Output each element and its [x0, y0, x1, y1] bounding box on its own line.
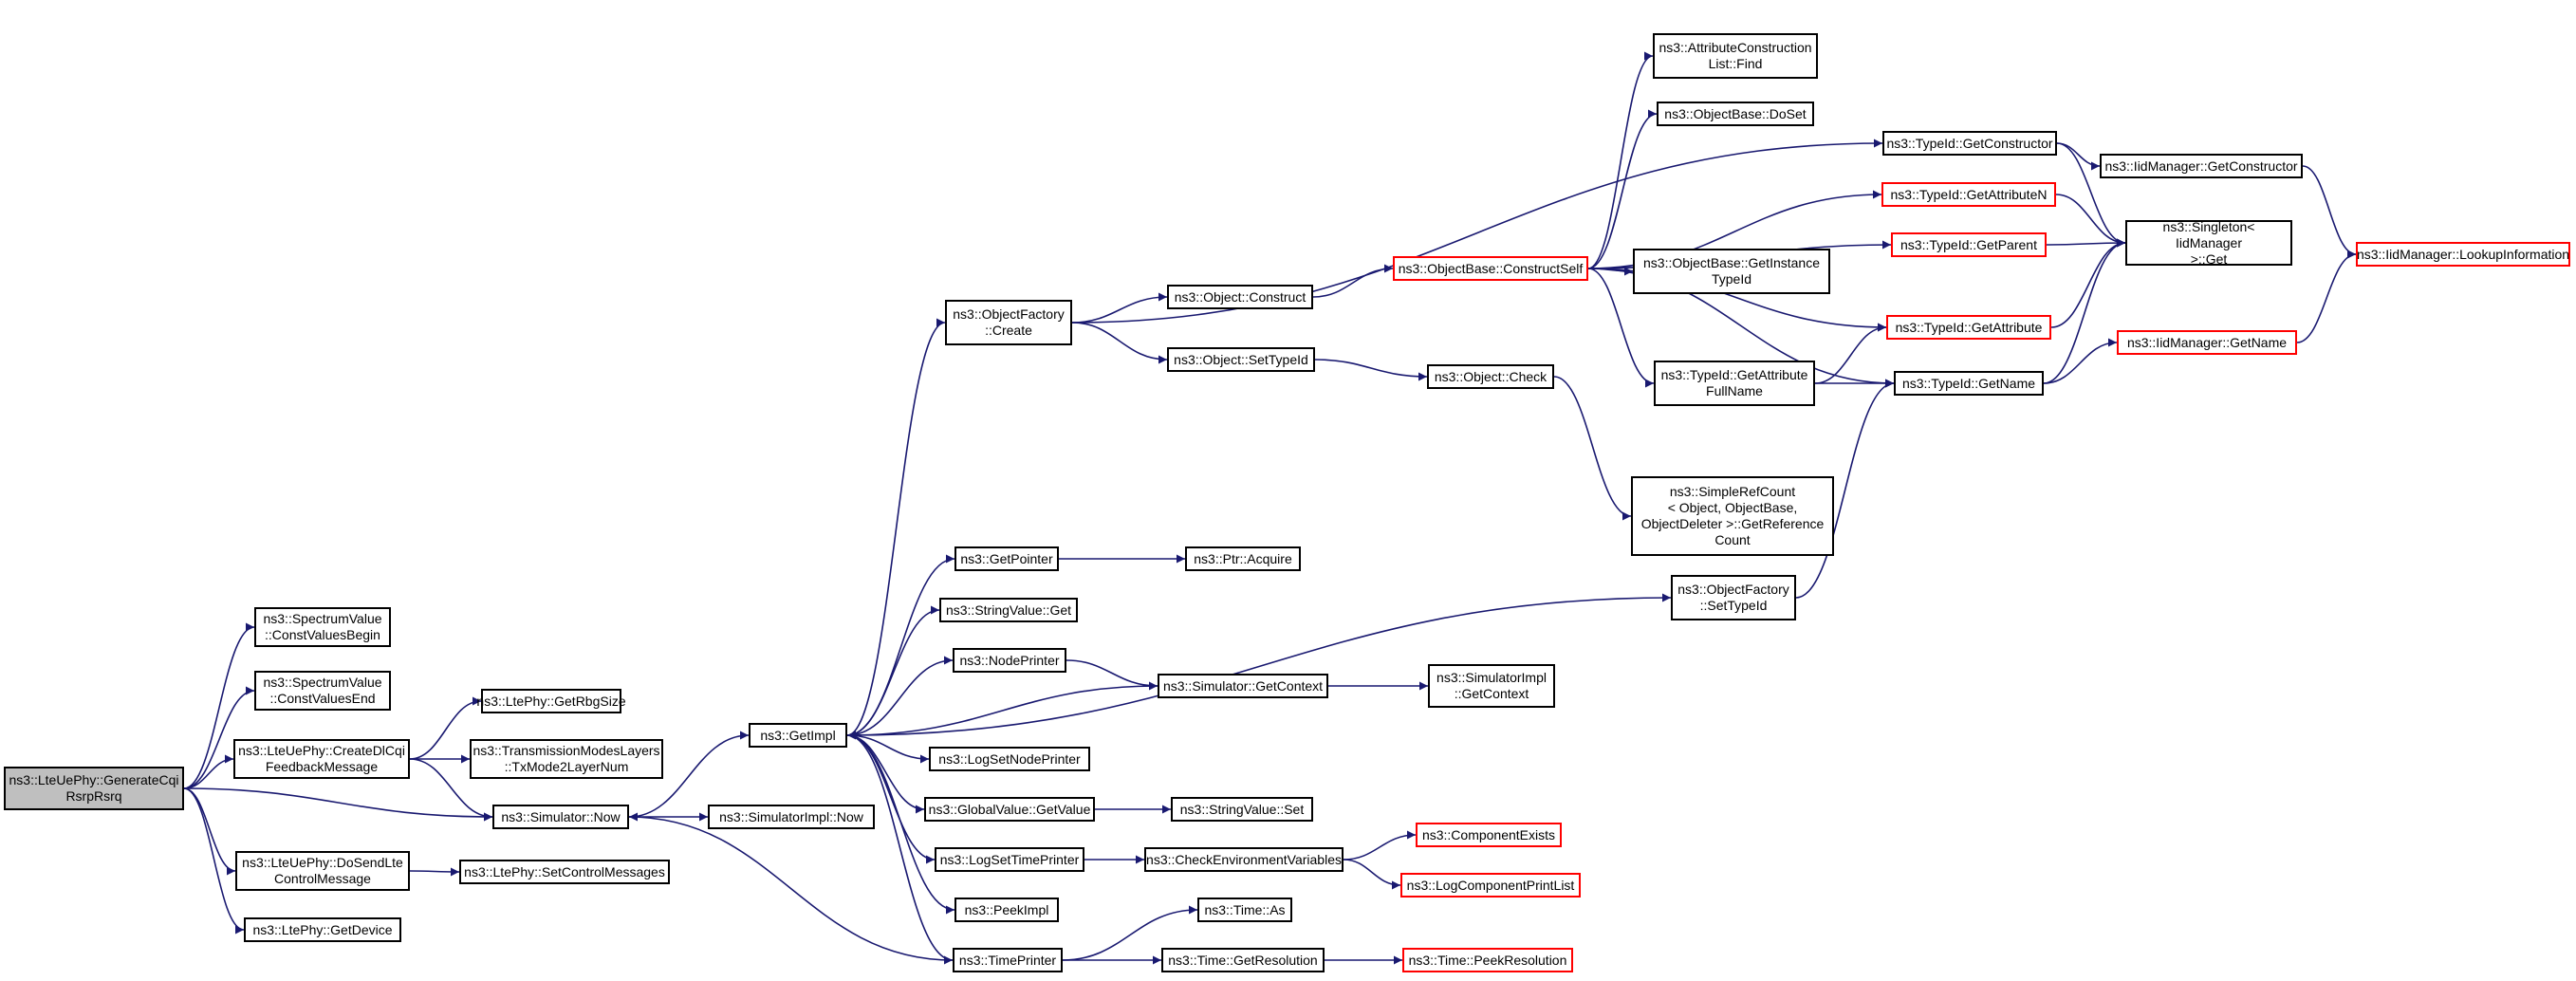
node-iidgetname[interactable]: ns3::IidManager::GetName: [2117, 330, 2297, 355]
edge-tgafn-to-tgattr: [1814, 323, 1887, 384]
node-root[interactable]: ns3::LteUePhy::GenerateCqi RsrpRsrq: [4, 767, 184, 810]
node-getrbg[interactable]: ns3::LtePhy::GetRbgSize: [476, 689, 626, 713]
node-objfcreate[interactable]: ns3::ObjectFactory ::Create: [945, 300, 1072, 345]
edge-objfcreate-to-objsettypeid: [1071, 322, 1168, 364]
node-simimplctx[interactable]: ns3::SimulatorImpl ::GetContext: [1428, 664, 1555, 708]
node-objsettypeid[interactable]: ns3::Object::SetTypeId: [1167, 347, 1315, 372]
edge-checkenv-to-compexists: [1343, 830, 1417, 861]
edge-root-to-svend: [183, 686, 255, 789]
node-txmode[interactable]: ns3::TransmissionModesLayers ::TxMode2La…: [470, 739, 663, 779]
edge-getimpl-to-logsetnode: [846, 734, 930, 764]
node-checkenv[interactable]: ns3::CheckEnvironmentVariables: [1144, 847, 1344, 872]
edge-createdl-to-simnow: [409, 758, 493, 822]
edge-ofsettypeid-to-tgname: [1795, 379, 1895, 599]
node-logsettime[interactable]: ns3::LogSetTimePrinter: [935, 847, 1084, 872]
node-ofsettypeid[interactable]: ns3::ObjectFactory ::SetTypeId: [1671, 575, 1796, 620]
edge-dosend-to-setctl: [409, 867, 460, 877]
node-tgname[interactable]: ns3::TypeId::GetName: [1894, 371, 2044, 396]
edge-tgattrn-to-singleton: [2055, 194, 2126, 248]
edge-checkenv-to-logcomplist: [1343, 859, 1401, 890]
edge-tgname-to-singleton: [2043, 238, 2126, 384]
edge-cself-to-acfind: [1587, 51, 1654, 269]
edge-getimpl-to-objfcreate: [846, 318, 946, 736]
edge-getimpl-to-ofsettypeid: [846, 593, 1672, 736]
node-timeas[interactable]: ns3::Time::As: [1197, 898, 1292, 922]
node-singleton[interactable]: ns3::Singleton< IidManager >::Get: [2125, 219, 2292, 267]
node-lookup[interactable]: ns3::IidManager::LookupInformation: [2356, 242, 2570, 267]
edge-objfcreate-to-objconstruct: [1071, 292, 1168, 324]
node-peekres[interactable]: ns3::Time::PeekResolution: [1402, 948, 1573, 972]
edge-cself-to-obdoset: [1587, 109, 1658, 269]
node-nodeprinter[interactable]: ns3::NodePrinter: [953, 648, 1066, 673]
edge-cself-to-tgafn: [1587, 268, 1655, 388]
edge-root-to-getdevice: [183, 787, 245, 935]
edge-getimpl-to-nodeprinter: [846, 656, 954, 736]
node-tgparent[interactable]: ns3::TypeId::GetParent: [1891, 232, 2047, 257]
node-srcget[interactable]: ns3::SimpleRefCount < Object, ObjectBase…: [1631, 476, 1834, 556]
edge-tgname-to-iidgetname: [2043, 338, 2118, 384]
node-obdoset[interactable]: ns3::ObjectBase::DoSet: [1657, 102, 1814, 126]
node-getimpl[interactable]: ns3::GetImpl: [749, 723, 847, 748]
edge-iidgetname-to-lookup: [2296, 250, 2357, 343]
node-compexists[interactable]: ns3::ComponentExists: [1416, 823, 1562, 847]
node-getdevice[interactable]: ns3::LtePhy::GetDevice: [244, 917, 401, 942]
node-tgafn[interactable]: ns3::TypeId::GetAttribute FullName: [1654, 361, 1815, 406]
edge-getimpl-to-strget: [846, 605, 940, 736]
edge-objfcreate-to-tgconstructor: [1071, 139, 1883, 324]
edge-tgattr-to-singleton: [2050, 238, 2126, 328]
edge-simgetctx-to-getimpl: [846, 685, 1158, 740]
edge-getimpl-to-peekimpl: [846, 734, 955, 915]
node-simnow[interactable]: ns3::Simulator::Now: [492, 805, 629, 829]
edge-createdl-to-getrbg: [409, 696, 482, 760]
node-dosend[interactable]: ns3::LteUePhy::DoSendLte ControlMessage: [235, 851, 410, 891]
edge-timeprinter-to-simnow: [628, 812, 954, 961]
node-objconstruct[interactable]: ns3::Object::Construct: [1167, 285, 1313, 309]
node-svend[interactable]: ns3::SpectrumValue ::ConstValuesEnd: [254, 671, 391, 711]
edge-timeprinter-to-timeas: [1062, 905, 1198, 961]
edge-iidgetconstructor-to-lookup: [2302, 165, 2357, 259]
edge-nodeprinter-to-simgetctx: [1066, 659, 1158, 691]
node-svbegin[interactable]: ns3::SpectrumValue ::ConstValuesBegin: [254, 607, 391, 647]
node-simgetctx[interactable]: ns3::Simulator::GetContext: [1158, 674, 1328, 698]
node-objcheck[interactable]: ns3::Object::Check: [1427, 364, 1554, 389]
node-obginst[interactable]: ns3::ObjectBase::GetInstance TypeId: [1633, 249, 1830, 294]
node-peekimpl[interactable]: ns3::PeekImpl: [954, 898, 1059, 922]
node-acfind[interactable]: ns3::AttributeConstruction List::Find: [1653, 33, 1818, 79]
node-strget[interactable]: ns3::StringValue::Get: [939, 598, 1078, 622]
edge-root-to-svbegin: [183, 622, 255, 789]
node-logsetnode[interactable]: ns3::LogSetNodePrinter: [929, 747, 1090, 771]
edge-getimpl-to-getpointer: [846, 554, 955, 736]
node-tgconstructor[interactable]: ns3::TypeId::GetConstructor: [1882, 131, 2057, 156]
edge-root-to-dosend: [183, 787, 236, 876]
node-getpointer[interactable]: ns3::GetPointer: [954, 546, 1059, 571]
edge-getimpl-to-logsettime: [846, 734, 936, 864]
node-timeprinter[interactable]: ns3::TimePrinter: [953, 948, 1063, 972]
edge-objconstruct-to-cself: [1312, 264, 1394, 298]
node-createdl[interactable]: ns3::LteUePhy::CreateDlCqi FeedbackMessa…: [233, 739, 410, 779]
edge-objsettypeid-to-objcheck: [1314, 359, 1428, 381]
edge-getimpl-to-timeprinter: [846, 734, 954, 965]
edge-simnow-to-getimpl: [628, 731, 750, 818]
node-simimplnow[interactable]: ns3::SimulatorImpl::Now: [708, 805, 875, 829]
edge-root-to-simnow: [183, 787, 493, 822]
node-cself[interactable]: ns3::ObjectBase::ConstructSelf: [1393, 256, 1588, 281]
edge-objcheck-to-srcget: [1553, 376, 1632, 521]
node-strset[interactable]: ns3::StringValue::Set: [1171, 797, 1313, 822]
edge-root-to-createdl: [183, 754, 234, 789]
node-ptracquire[interactable]: ns3::Ptr::Acquire: [1185, 546, 1301, 571]
edge-tgconstructor-to-singleton: [2056, 142, 2126, 248]
node-gvget[interactable]: ns3::GlobalValue::GetValue: [924, 797, 1095, 822]
node-tgattrn[interactable]: ns3::TypeId::GetAttributeN: [1881, 182, 2056, 207]
node-setctl[interactable]: ns3::LtePhy::SetControlMessages: [459, 860, 670, 884]
node-logcomplist[interactable]: ns3::LogComponentPrintList: [1400, 873, 1581, 898]
node-iidgetconstructor[interactable]: ns3::IidManager::GetConstructor: [2100, 154, 2303, 178]
node-timeres[interactable]: ns3::Time::GetResolution: [1161, 948, 1325, 972]
edge-tgparent-to-singleton: [2046, 238, 2126, 248]
node-tgattr[interactable]: ns3::TypeId::GetAttribute: [1886, 315, 2051, 340]
